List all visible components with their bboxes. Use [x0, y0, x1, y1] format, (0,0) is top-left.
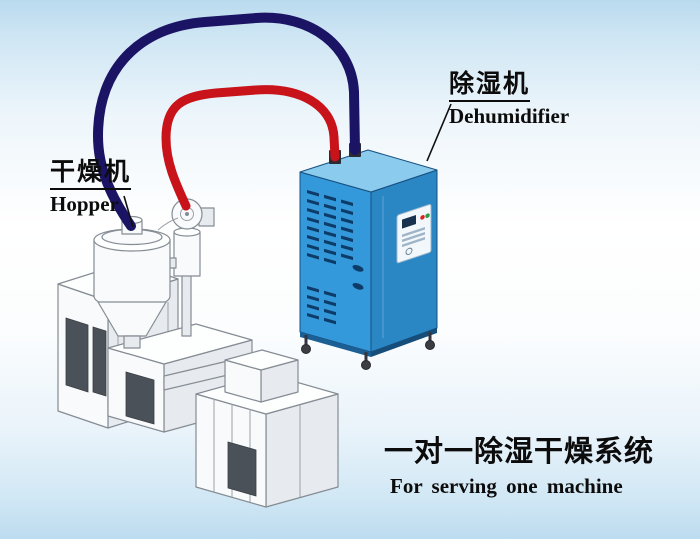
- front-port-hole: [352, 264, 364, 272]
- dehumidifier-label-en: Dehumidifier: [449, 103, 570, 128]
- panel-green-indicator: [425, 213, 430, 218]
- loader-down-pipe: [181, 273, 192, 337]
- panel-knob: [405, 247, 413, 256]
- blue-supply-pipe: [92, 12, 360, 231]
- dehumidifier-top-face: [299, 149, 438, 193]
- panel-display: [402, 215, 416, 229]
- cabinet-vent-door: [65, 317, 89, 393]
- hopper-label-en: Hopper: [50, 191, 119, 216]
- dehumidifier-cabinet: [299, 143, 438, 370]
- hopper-label-zh: 干燥机: [50, 158, 132, 190]
- panel-red-indicator: [420, 215, 425, 220]
- extruder-machine: [57, 261, 339, 508]
- dehumidifier-leader-line: [426, 103, 452, 162]
- dehumidifier-label-zh: 除湿机: [449, 70, 531, 102]
- dehumidifier-label: 除湿机 Dehumidifier: [449, 70, 569, 128]
- hopper-outlet: [123, 335, 141, 349]
- right-block-opening: [227, 441, 257, 497]
- machine-gearbox-block: [224, 349, 299, 403]
- red-return-pipe: [161, 85, 340, 211]
- caption: 一对一除湿干燥系统 For serving one machine: [384, 436, 654, 498]
- casters: [301, 332, 435, 370]
- loader-body: [173, 231, 201, 277]
- front-port-hole: [352, 282, 364, 290]
- hopper-cone: [97, 301, 167, 337]
- hopper-label: 干燥机 Hopper: [50, 158, 132, 216]
- loader-unit: [157, 198, 215, 337]
- loader-hose: [157, 217, 179, 231]
- vent-grid: [307, 189, 364, 325]
- caption-zh: 一对一除湿干燥系统: [384, 436, 655, 468]
- control-panel-group: [382, 195, 432, 339]
- mid-block-opening: [125, 371, 155, 425]
- hopper-leader-line: [123, 195, 134, 228]
- caption-en: For serving one machine: [390, 474, 623, 499]
- hopper-dryer: [93, 215, 177, 349]
- cabinet-vent-door: [92, 326, 107, 397]
